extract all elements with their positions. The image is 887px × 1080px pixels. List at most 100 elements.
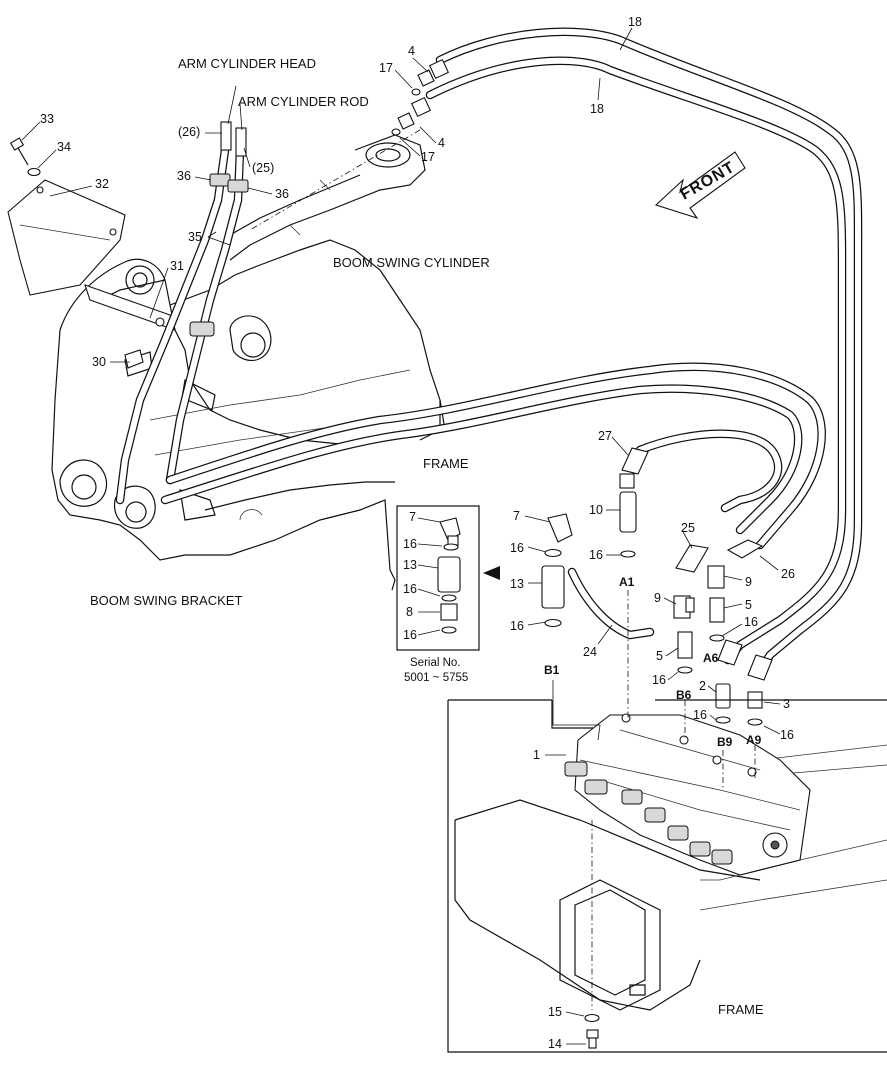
callout-36a: 36	[177, 169, 191, 183]
port-b9: B9	[717, 735, 733, 749]
port-b1: B1	[544, 663, 560, 677]
serial-label-line1: Serial No.	[410, 657, 461, 669]
callout-1: 1	[533, 748, 540, 762]
callout-9a: 9	[654, 591, 661, 605]
caption-frame-lower: FRAME	[718, 1002, 764, 1017]
oring-17b	[391, 128, 401, 136]
oring-15	[584, 1013, 600, 1023]
callout-2: 2	[699, 679, 706, 693]
elbow-9a	[673, 595, 695, 619]
oring-16-a6	[709, 634, 725, 642]
port-labels: A1 B1 A6 B6 B9 A9	[544, 575, 762, 749]
fitting-4b	[397, 96, 432, 130]
callout-10: 10	[589, 503, 603, 517]
hose-26-end	[726, 539, 764, 559]
callout-17b: 17	[421, 150, 435, 164]
callout-16d: 16	[744, 615, 758, 629]
lower-frame-box	[447, 699, 887, 1053]
cover-plate-32	[7, 179, 126, 296]
port-b6: B6	[676, 688, 692, 702]
oring-16-a1	[620, 550, 636, 558]
oring-16-left-1	[544, 548, 562, 558]
port-a6: A6	[703, 651, 719, 665]
clamp-lower	[189, 321, 215, 337]
callout-5a: 5	[656, 649, 663, 663]
callout-16g: 16	[780, 728, 794, 742]
callout-13: 13	[510, 577, 524, 591]
box-callout-8: 8	[406, 605, 413, 619]
elbow-7	[547, 513, 573, 543]
box-oring-16a	[443, 543, 459, 551]
box-oring-16c	[441, 626, 457, 634]
adapter-13	[541, 565, 565, 609]
callout-16c: 16	[510, 619, 524, 633]
bracket-31	[84, 284, 176, 331]
callout-26: 26	[781, 567, 795, 581]
control-valve-1	[564, 713, 811, 876]
callout-14: 14	[548, 1037, 562, 1051]
oring-16-left-2	[544, 618, 562, 628]
caption-arm-cylinder-head: ARM CYLINDER HEAD	[178, 56, 316, 71]
callout-26-paren: (26)	[178, 125, 200, 139]
oring-16-b9	[715, 716, 731, 724]
box-callout-13: 13	[403, 558, 417, 572]
caption-frame-upper: FRAME	[423, 456, 469, 471]
callout-15: 15	[548, 1005, 562, 1019]
fitting-27-nut	[619, 473, 635, 489]
box-callout-16c: 16	[403, 628, 417, 642]
washer-34	[27, 167, 41, 177]
fitting-4a	[417, 58, 450, 87]
callout-24: 24	[583, 645, 597, 659]
hose-27-end	[621, 447, 649, 475]
callout-4a: 4	[408, 44, 415, 58]
callout-16e: 16	[652, 673, 666, 687]
caption-boom-swing-cylinder: BOOM SWING CYLINDER	[333, 255, 490, 270]
callout-numbers: 33 34 32 31 30 (26) (25) 36 36 35 4 17 4…	[40, 15, 795, 1051]
oring-16-a9	[747, 718, 763, 726]
callout-35: 35	[188, 230, 202, 244]
callout-4b: 4	[438, 136, 445, 150]
hose-18	[425, 27, 863, 675]
callout-25-paren: (25)	[252, 161, 274, 175]
callout-33: 33	[40, 112, 54, 126]
callout-16f: 16	[693, 708, 707, 722]
plug-14	[586, 1029, 599, 1049]
hose-24	[567, 567, 655, 640]
adapter-2	[715, 683, 731, 709]
callout-5b: 5	[745, 598, 752, 612]
box-elbow-7	[439, 517, 461, 546]
callout-18b: 18	[590, 102, 604, 116]
callout-3: 3	[783, 697, 790, 711]
box-callout-7: 7	[409, 510, 416, 524]
callout-17a: 17	[379, 61, 393, 75]
clamp-30	[124, 349, 144, 369]
oring-16-b6	[677, 666, 693, 674]
callout-32: 32	[95, 177, 109, 191]
hose-frame-run	[160, 362, 826, 550]
box-oring-16b	[441, 594, 457, 602]
callout-18a: 18	[628, 15, 642, 29]
callout-30: 30	[92, 355, 106, 369]
leader-lines	[21, 27, 781, 1045]
caption-arm-cylinder-rod: ARM CYLINDER ROD	[238, 94, 369, 109]
oring-17a	[411, 88, 421, 96]
callout-9b: 9	[745, 575, 752, 589]
port-a9: A9	[746, 733, 762, 747]
box-fitting-8	[440, 603, 458, 621]
caption-boom-swing-bracket: BOOM SWING BRACKET	[90, 593, 242, 608]
callout-16b: 16	[510, 541, 524, 555]
hose-25-end	[675, 544, 709, 573]
box-callout-16b: 16	[403, 582, 417, 596]
fitting-5a	[677, 631, 693, 659]
callout-7: 7	[513, 509, 520, 523]
hose-elbow-3	[747, 654, 773, 681]
callout-25: 25	[681, 521, 695, 535]
callout-34: 34	[57, 140, 71, 154]
callout-27: 27	[598, 429, 612, 443]
clamp-36b	[227, 179, 249, 193]
fitting-5b	[709, 597, 725, 623]
inset-pointer-arrow	[483, 566, 500, 580]
boom-swing-cylinder	[229, 129, 426, 261]
boom-swing-bracket-structure	[51, 239, 446, 591]
